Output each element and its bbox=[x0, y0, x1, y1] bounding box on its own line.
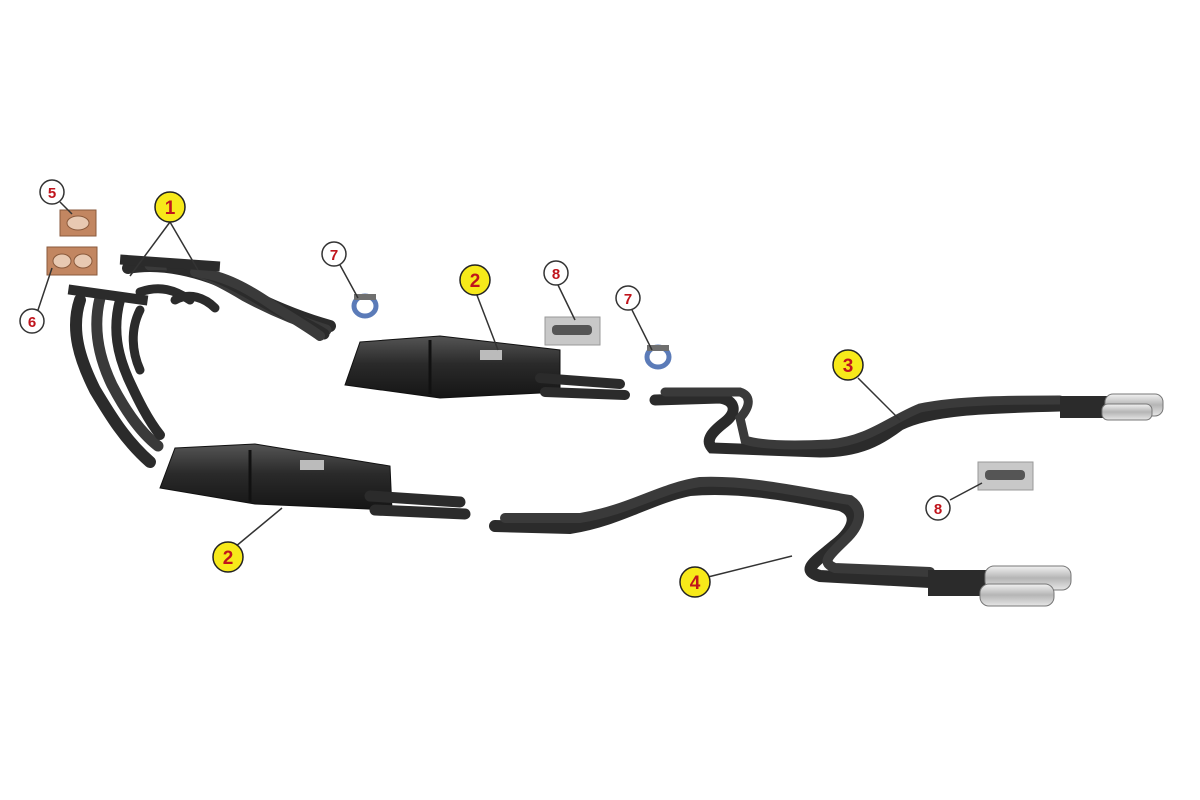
callout-7-left-label: 7 bbox=[330, 247, 338, 264]
callout-2-lower-label: 2 bbox=[223, 548, 234, 569]
part-4-rear-section-lower bbox=[489, 476, 1072, 607]
part-7-clamp-left bbox=[351, 293, 379, 319]
callout-7-right-label: 7 bbox=[624, 291, 632, 308]
leader-lines bbox=[37, 201, 983, 578]
part-8-hanger-lower bbox=[977, 461, 1034, 491]
part-6-gasket-large bbox=[46, 246, 98, 276]
callout-1: 1 bbox=[154, 191, 186, 223]
callout-6-label: 6 bbox=[28, 314, 36, 331]
callout-2-lower: 2 bbox=[212, 541, 244, 573]
part-1-headers-lower bbox=[67, 284, 165, 468]
callout-7-left: 7 bbox=[321, 241, 347, 267]
callout-8-upper: 8 bbox=[543, 260, 569, 286]
callout-7-right: 7 bbox=[615, 285, 641, 311]
callout-8-lower: 8 bbox=[925, 495, 951, 521]
part-2-muffler-upper bbox=[344, 335, 630, 400]
callout-3: 3 bbox=[832, 349, 864, 381]
callout-4-label: 4 bbox=[690, 573, 701, 594]
part-3-rear-section-upper bbox=[649, 387, 1164, 458]
callout-6: 6 bbox=[19, 308, 45, 334]
callout-2-upper-label: 2 bbox=[470, 271, 481, 292]
part-7-clamp-right bbox=[644, 344, 672, 370]
callout-4: 4 bbox=[679, 566, 711, 598]
callout-5: 5 bbox=[39, 179, 65, 205]
part-1-headers-upper bbox=[119, 254, 336, 341]
callout-5-label: 5 bbox=[48, 185, 56, 202]
part-8-hanger-upper bbox=[544, 316, 601, 346]
part-5-gasket-small bbox=[59, 209, 97, 237]
callout-1-label: 1 bbox=[165, 198, 176, 219]
callout-8-upper-label: 8 bbox=[552, 266, 560, 283]
callout-8-lower-label: 8 bbox=[934, 501, 942, 518]
callout-3-label: 3 bbox=[843, 356, 854, 377]
callout-2-upper: 2 bbox=[459, 264, 491, 296]
part-2-muffler-lower bbox=[159, 443, 471, 520]
